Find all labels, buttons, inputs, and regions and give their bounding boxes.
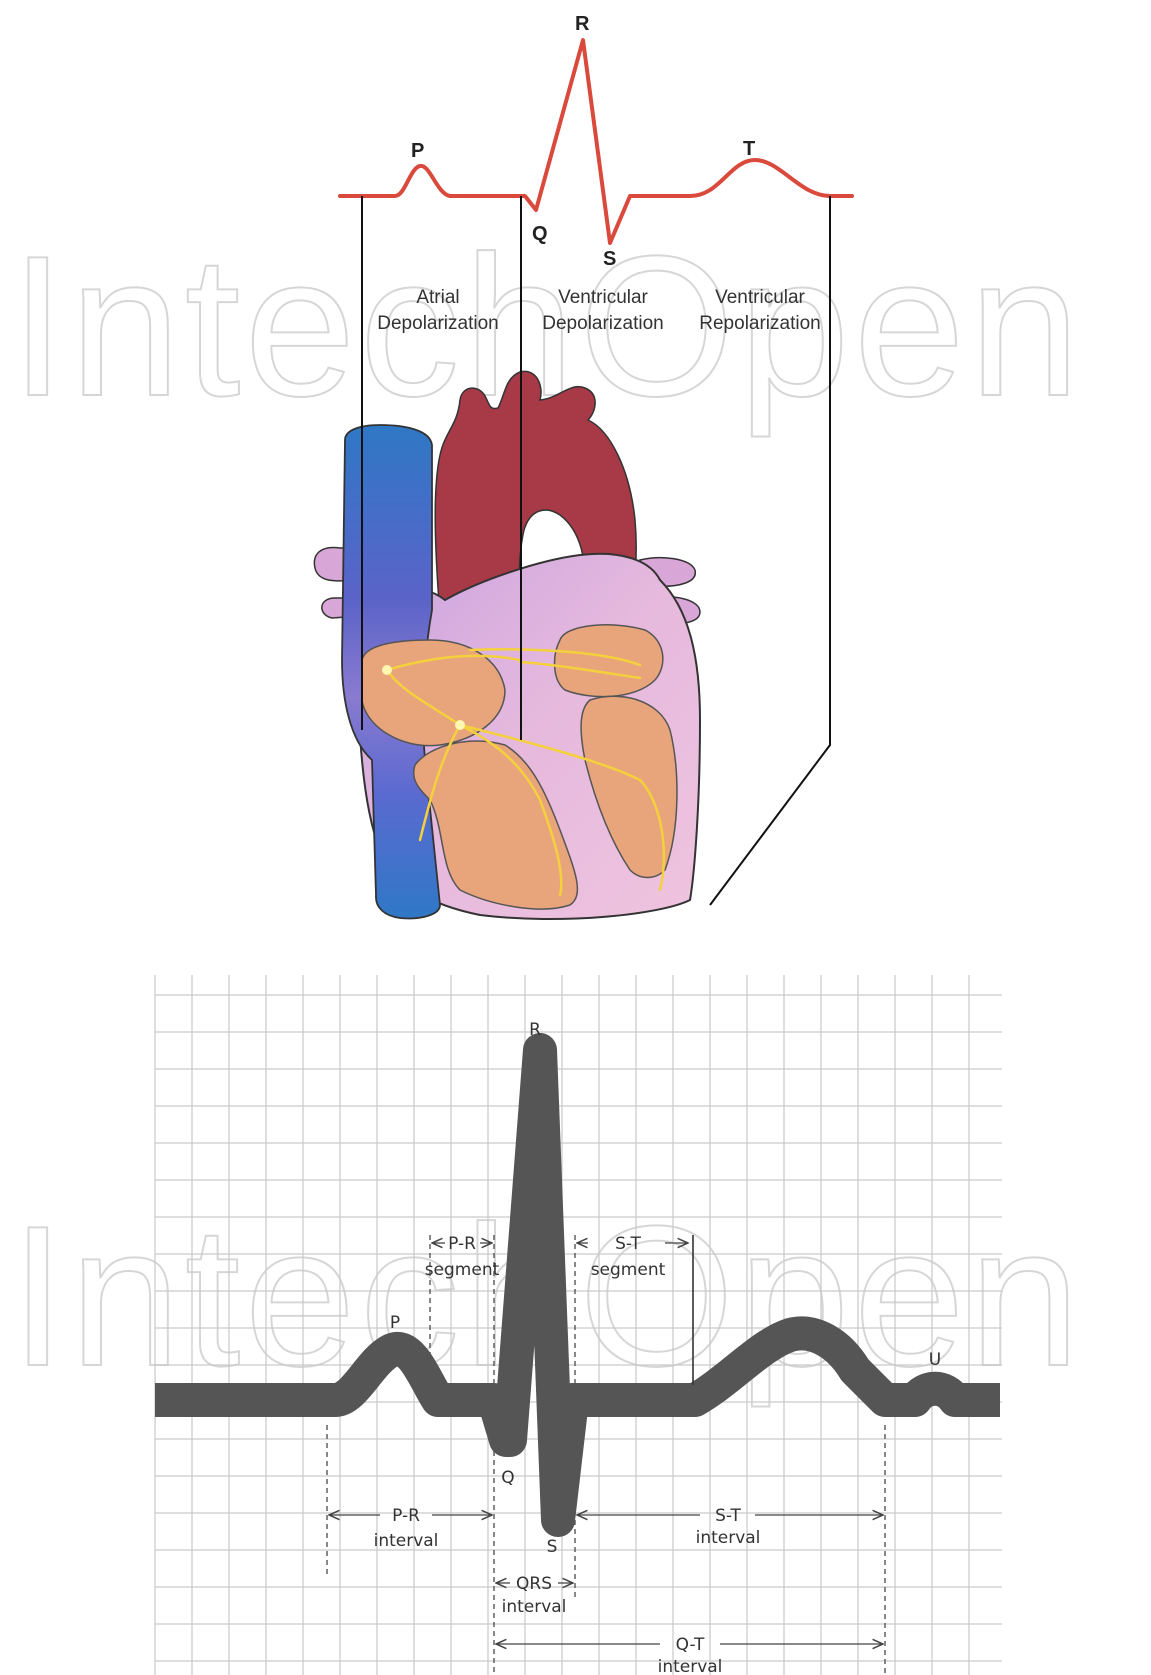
bottom-r-label: R xyxy=(529,1020,541,1040)
bottom-p-label: P xyxy=(390,1313,400,1333)
pr-interval-line1: P-R xyxy=(392,1506,420,1526)
qrs-interval-line1: QRS xyxy=(516,1574,552,1594)
st-interval-line2: interval xyxy=(696,1528,761,1548)
pr-segment-line2: segment xyxy=(425,1260,500,1280)
phase-ventricular-repol-line1: Ventricular xyxy=(715,287,805,308)
qt-interval-line2: interval xyxy=(658,1657,723,1675)
st-segment-line2: segment xyxy=(591,1260,666,1280)
pr-segment-line1: P-R xyxy=(448,1234,476,1254)
top-r-label: R xyxy=(575,13,590,35)
qt-interval-line1: Q-T xyxy=(676,1635,705,1655)
left-atrium xyxy=(555,625,663,697)
top-ecg-diagram: P R Q S T Atrial Depolarization Ventricu… xyxy=(314,13,852,919)
pr-interval-line2: interval xyxy=(374,1531,439,1551)
bottom-s-label: S xyxy=(547,1537,558,1557)
qrs-interval-line2: interval xyxy=(502,1597,567,1617)
st-interval-line1: S-T xyxy=(715,1506,741,1526)
phase-ventricular-repol-line2: Repolarization xyxy=(699,313,820,334)
phase-ventricular-depol-line2: Depolarization xyxy=(542,313,663,334)
st-segment-line1: S-T xyxy=(615,1234,641,1254)
bottom-u-label: U xyxy=(929,1350,941,1370)
av-node xyxy=(455,720,465,730)
top-t-label: T xyxy=(743,138,755,160)
top-q-label: Q xyxy=(532,223,548,245)
sa-node xyxy=(382,665,392,675)
heart-illustration xyxy=(314,371,700,919)
phase-ventricular-depol-line1: Ventricular xyxy=(558,287,648,308)
bottom-q-label: Q xyxy=(501,1468,514,1488)
phase-atrial-line1: Atrial xyxy=(416,287,459,308)
top-s-label: S xyxy=(603,248,616,270)
phase-atrial-line2: Depolarization xyxy=(377,313,498,334)
top-p-label: P xyxy=(411,140,424,162)
